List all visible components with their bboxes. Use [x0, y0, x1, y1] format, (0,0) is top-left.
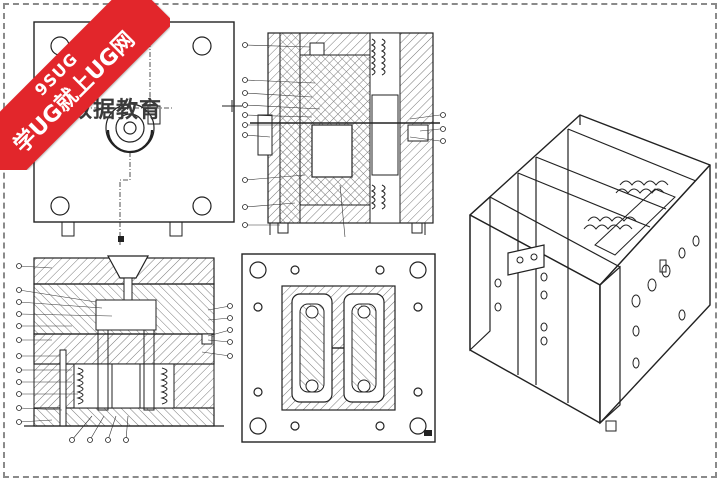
cavity-plate-drawing: [241, 253, 436, 443]
isometric-mold-drawing: [469, 114, 711, 432]
dashed-frame: [3, 3, 717, 478]
side-section-drawing: [242, 32, 446, 238]
plan-view-drawing: [24, 21, 242, 245]
front-section-drawing: [16, 255, 233, 443]
clamp-bracket-icon: [507, 244, 545, 276]
watermark-text: 数据教育: [70, 98, 163, 123]
